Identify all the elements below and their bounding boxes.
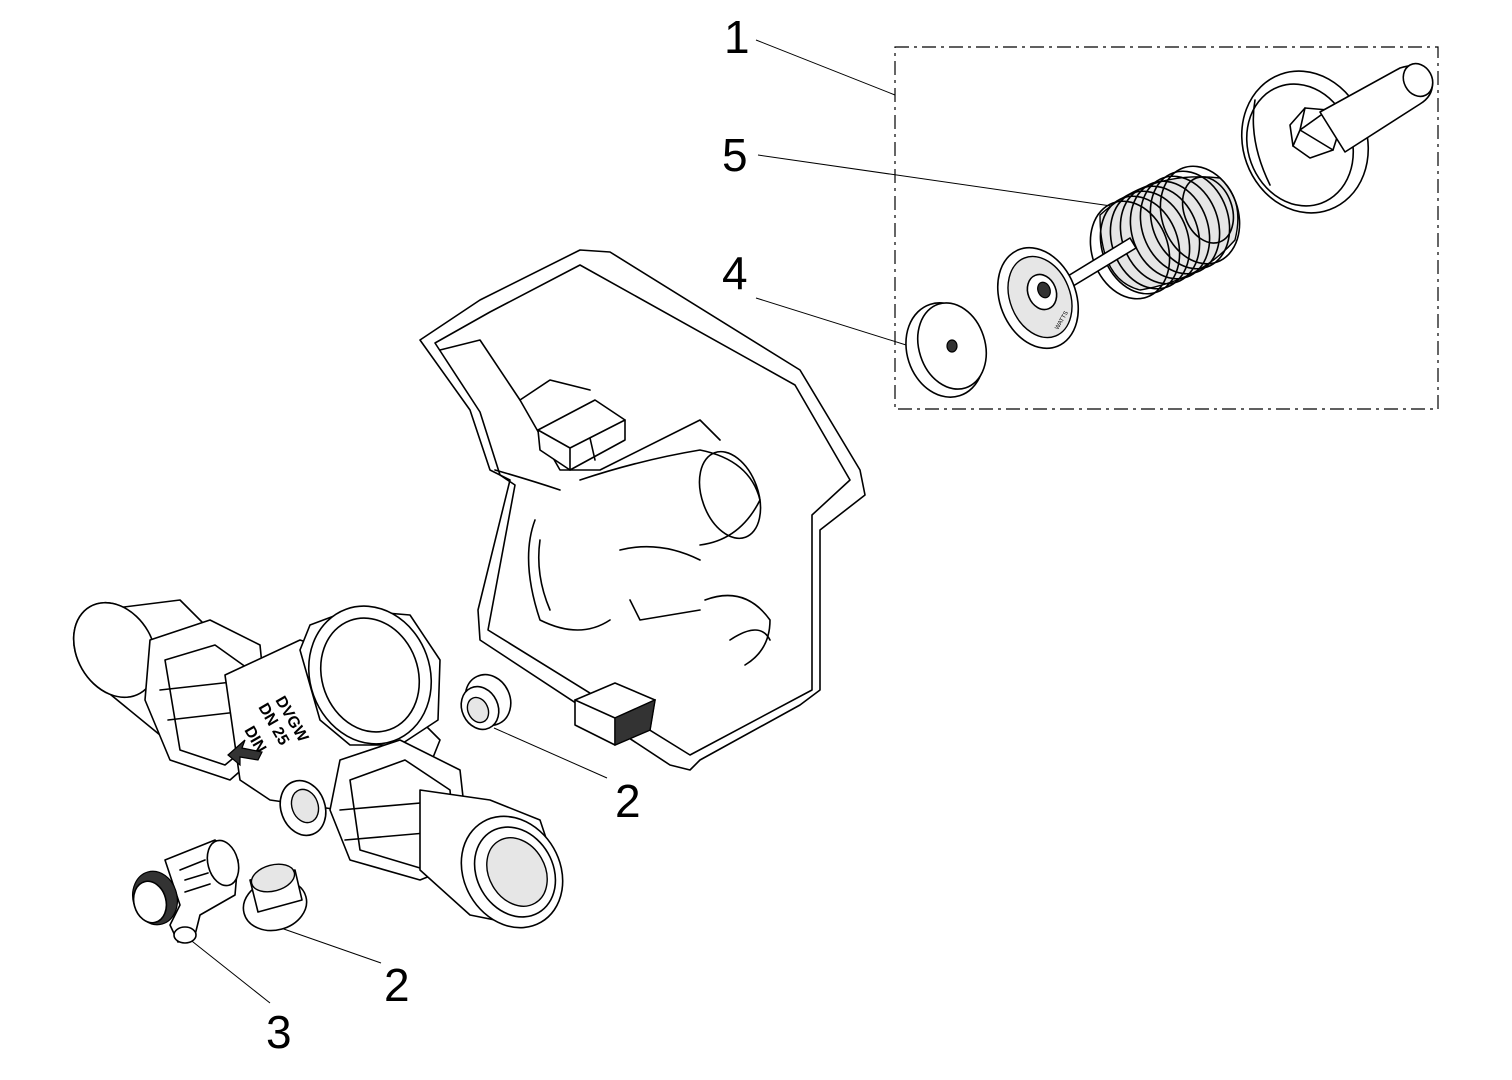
flow-arrow-icon [227,739,263,767]
angle-drain-valve [132,839,240,944]
callout-2-lower: 2 [384,959,410,1011]
callout-3: 3 [266,1006,292,1058]
valve-disc-washer [905,302,988,398]
insulation-shell [419,249,866,771]
drain-plug-lower [242,863,308,932]
spring-seat-with-rod: WATTS [996,237,1137,350]
bonnet-cap-with-stem [1240,62,1434,214]
drain-plug-upper [460,673,512,731]
callout-5: 5 [722,129,748,181]
callout-4: 4 [722,247,748,299]
callout-1: 1 [724,11,750,63]
spring [1089,165,1241,300]
kit-boundary-box [894,46,1439,410]
valve-body: DVGW DN 25 DIN [72,599,564,929]
callout-2-upper: 2 [615,775,641,827]
